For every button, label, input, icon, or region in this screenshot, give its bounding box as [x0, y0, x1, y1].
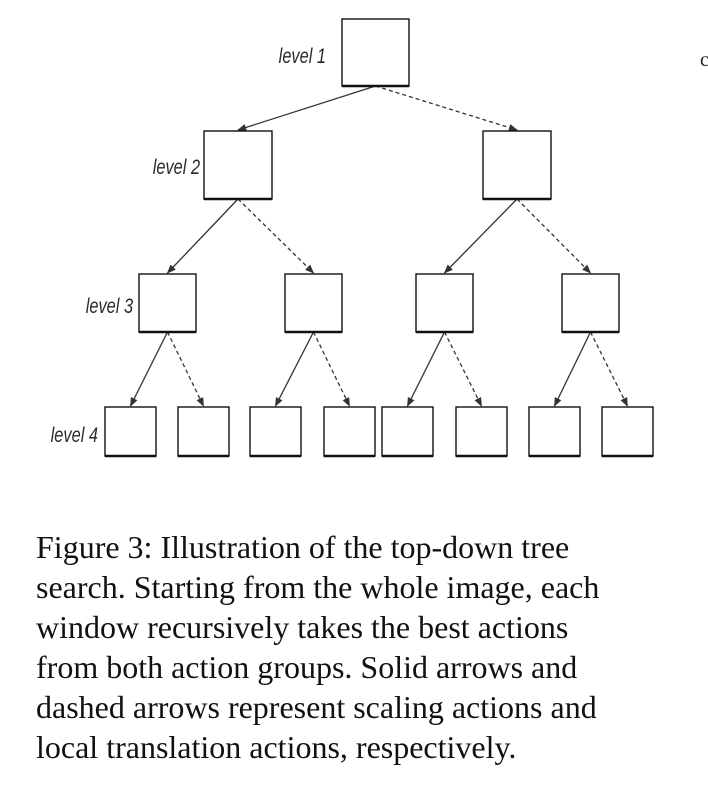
window-node-level-3: [561, 273, 620, 333]
window-node-level-4: [104, 406, 157, 457]
caption-line: from both action groups. Solid arrows an…: [36, 649, 578, 685]
level-1-label: level 1: [279, 44, 326, 67]
caption-line: search. Starting from the whole image, e…: [36, 569, 600, 605]
window-node-level-4: [381, 406, 434, 457]
caption-line: window recursively takes the best action…: [36, 609, 569, 645]
caption-line: Figure 3: Illustration of the top-down t…: [36, 529, 570, 565]
translation-arrow-dashed: [516, 198, 592, 274]
tree-search-diagram: level 1 level 2 level 3 level 4 c: [51, 18, 708, 458]
window-node-level-3: [138, 273, 197, 333]
scaling-arrow-solid: [129, 331, 169, 407]
tree-edges: [129, 85, 629, 407]
translation-arrow-dashed: [443, 331, 483, 407]
caption-line: dashed arrows represent scaling actions …: [36, 689, 597, 725]
caption-line: local translation actions, respectively.: [36, 729, 517, 765]
translation-arrow-dashed: [237, 198, 315, 274]
window-node-level-3: [284, 273, 343, 333]
window-node-level-3: [415, 273, 474, 333]
window-node-level-1: [341, 18, 410, 87]
translation-arrow-dashed: [375, 85, 518, 132]
tree-nodes: [104, 18, 654, 458]
window-node-level-4: [601, 406, 654, 457]
level-4-label: level 4: [51, 423, 98, 446]
scaling-arrow-solid: [237, 85, 376, 131]
scaling-arrow-solid: [553, 331, 592, 407]
level-3-label: level 3: [86, 294, 134, 317]
translation-arrow-dashed: [312, 331, 351, 407]
stray-text-fragment: c: [700, 49, 708, 71]
translation-arrow-dashed: [166, 331, 205, 407]
window-node-level-4: [323, 406, 376, 457]
window-node-level-4: [455, 406, 508, 457]
scaling-arrow-solid: [443, 198, 518, 274]
scaling-arrow-solid: [406, 331, 446, 407]
scaling-arrow-solid: [166, 198, 239, 274]
window-node-level-2: [482, 130, 552, 200]
window-node-level-4: [249, 406, 302, 457]
level-2-label: level 2: [153, 155, 201, 178]
window-node-level-2: [203, 130, 273, 200]
scaling-arrow-solid: [274, 331, 315, 407]
figure-caption: Figure 3: Illustration of the top-down t…: [36, 527, 704, 767]
window-node-level-4: [528, 406, 581, 457]
translation-arrow-dashed: [589, 331, 629, 407]
window-node-level-4: [177, 406, 230, 457]
